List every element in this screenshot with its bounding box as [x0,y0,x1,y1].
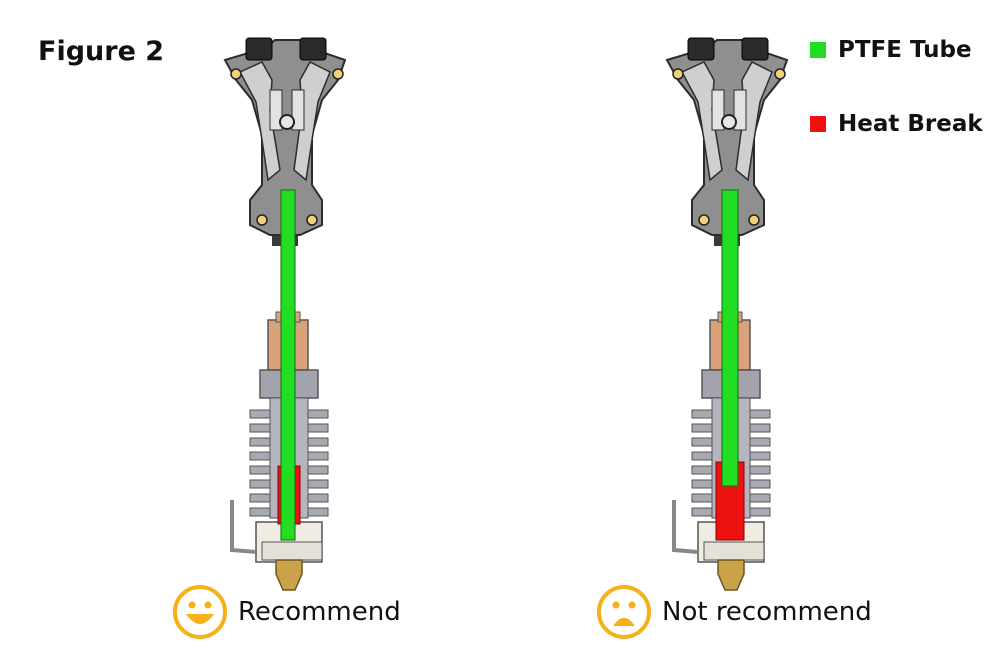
left-extruder-housing [223,37,347,246]
left-hotend-assembly [223,37,347,591]
smiling-face-icon [173,585,227,639]
legend-swatch-heat-break [810,116,826,132]
left-hotend-body [230,311,329,591]
legend-label-heat-break: Heat Break [838,111,983,137]
caption-recommend: Recommend [172,584,401,640]
shocked-face-icon [597,585,651,639]
right-hotend-assembly [665,37,789,591]
right-ptfe-tube [721,189,739,487]
caption-recommend-text: Recommend [238,597,401,627]
right-extruder-housing [665,37,789,246]
figure-title: Figure 2 [38,36,165,67]
legend-item-ptfe: PTFE Tube [810,34,983,66]
left-ptfe-tube [280,189,296,541]
caption-not-recommend: Not recommend [596,584,872,640]
legend-item-heat-break: Heat Break [810,108,983,140]
legend-swatch-ptfe [810,42,826,58]
caption-not-recommend-text: Not recommend [662,597,872,627]
legend: PTFE Tube Heat Break [810,34,983,182]
legend-label-ptfe: PTFE Tube [838,37,972,63]
